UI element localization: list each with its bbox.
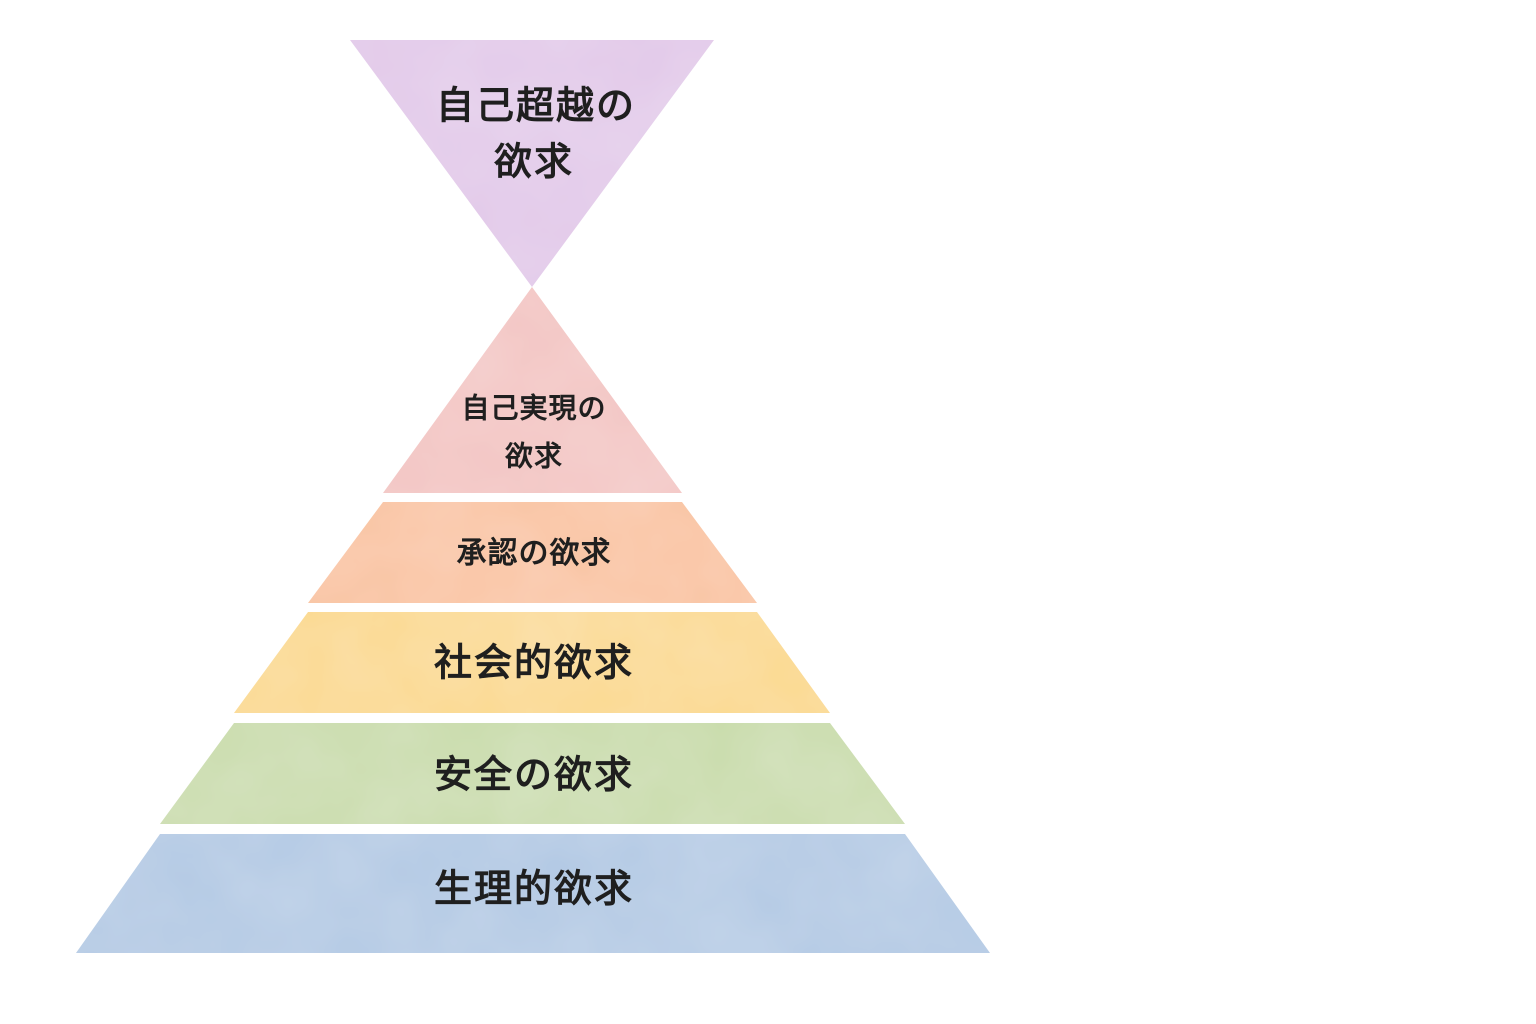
tier-self-transcendence-label-line2: 欲求 [493, 139, 574, 184]
tier-social-shape [234, 612, 830, 713]
tier-physiological-shape [76, 834, 990, 953]
tier-safety-shape [160, 723, 905, 824]
tier-safety-label: 安全の欲求 [434, 752, 634, 797]
tier-esteem-label: 承認の欲求 [457, 536, 612, 571]
tier-self-actualization-shape [383, 287, 682, 493]
tier-self-transcendence-label-line1: 自己超越の [436, 83, 636, 128]
tier-self-actualization-label-line2: 欲求 [504, 440, 563, 473]
tier-self-actualization-label-line1: 自己実現の [461, 392, 606, 425]
tier-social-label: 社会的欲求 [434, 640, 634, 685]
tier-esteem-shape [308, 502, 757, 603]
tier-physiological-label: 生理的欲求 [434, 866, 634, 911]
tier-self-transcendence-shape [350, 40, 714, 287]
